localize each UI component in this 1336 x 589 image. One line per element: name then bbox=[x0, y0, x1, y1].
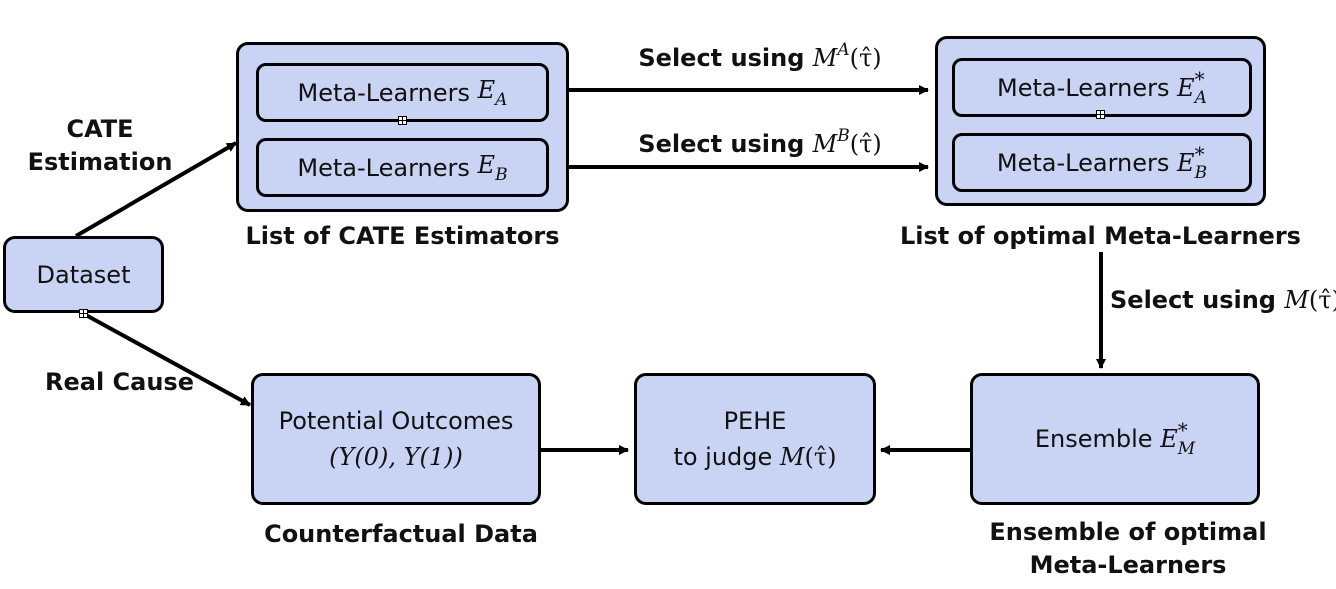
cate-estimators-group[interactable]: Meta-Learners EA Meta-Learners EB bbox=[236, 42, 569, 212]
pehe-node[interactable]: PEHE to judge M(τ̂) bbox=[634, 373, 876, 505]
real-cause-label: Real Cause bbox=[45, 368, 194, 396]
select-using-m-label: Select using M(τ̂) bbox=[1110, 286, 1336, 314]
connection-handle-icon[interactable] bbox=[398, 116, 407, 125]
meta-learners-ea-node[interactable]: Meta-Learners EA bbox=[256, 63, 549, 122]
potential-outcomes-math: (Y(0), Y(1)) bbox=[329, 443, 463, 471]
potential-outcomes-node[interactable]: Potential Outcomes (Y(0), Y(1)) bbox=[251, 373, 541, 505]
ensemble-label: Ensemble bbox=[1034, 424, 1153, 453]
select-using-mb-label: Select using MB(τ̂) bbox=[638, 126, 882, 158]
arrow-dataset-to-estimators bbox=[74, 141, 238, 238]
dataset-label: Dataset bbox=[36, 260, 131, 289]
cate-estimation-label: CATE Estimation bbox=[27, 115, 173, 176]
pehe-judge-label: to judge bbox=[673, 443, 773, 471]
ensemble-caption: Ensemble of optimal Meta-Learners bbox=[989, 518, 1267, 579]
dataset-node[interactable]: Dataset bbox=[3, 236, 164, 313]
optimal-learners-caption: List of optimal Meta-Learners bbox=[900, 222, 1301, 250]
cate-estimators-caption: List of CATE Estimators bbox=[245, 222, 560, 250]
optimal-learners-group[interactable]: Meta-Learners E*A Meta-Learners E*B bbox=[935, 36, 1266, 206]
select-using-ma-label: Select using MA(τ̂) bbox=[638, 40, 882, 72]
pehe-label: PEHE bbox=[723, 407, 787, 435]
arrow-dataset-to-potential bbox=[83, 312, 251, 407]
connection-handle-icon[interactable] bbox=[1096, 110, 1105, 119]
ensemble-node[interactable]: Ensemble E*M bbox=[970, 373, 1260, 505]
counterfactual-caption: Counterfactual Data bbox=[264, 520, 538, 548]
potential-outcomes-label: Potential Outcomes bbox=[278, 407, 514, 435]
meta-learners-ea-star-node[interactable]: Meta-Learners E*A bbox=[952, 58, 1252, 117]
connection-handle-icon[interactable] bbox=[79, 309, 88, 318]
meta-learners-eb-star-node[interactable]: Meta-Learners E*B bbox=[952, 133, 1252, 192]
meta-learners-eb-node[interactable]: Meta-Learners EB bbox=[256, 138, 549, 197]
